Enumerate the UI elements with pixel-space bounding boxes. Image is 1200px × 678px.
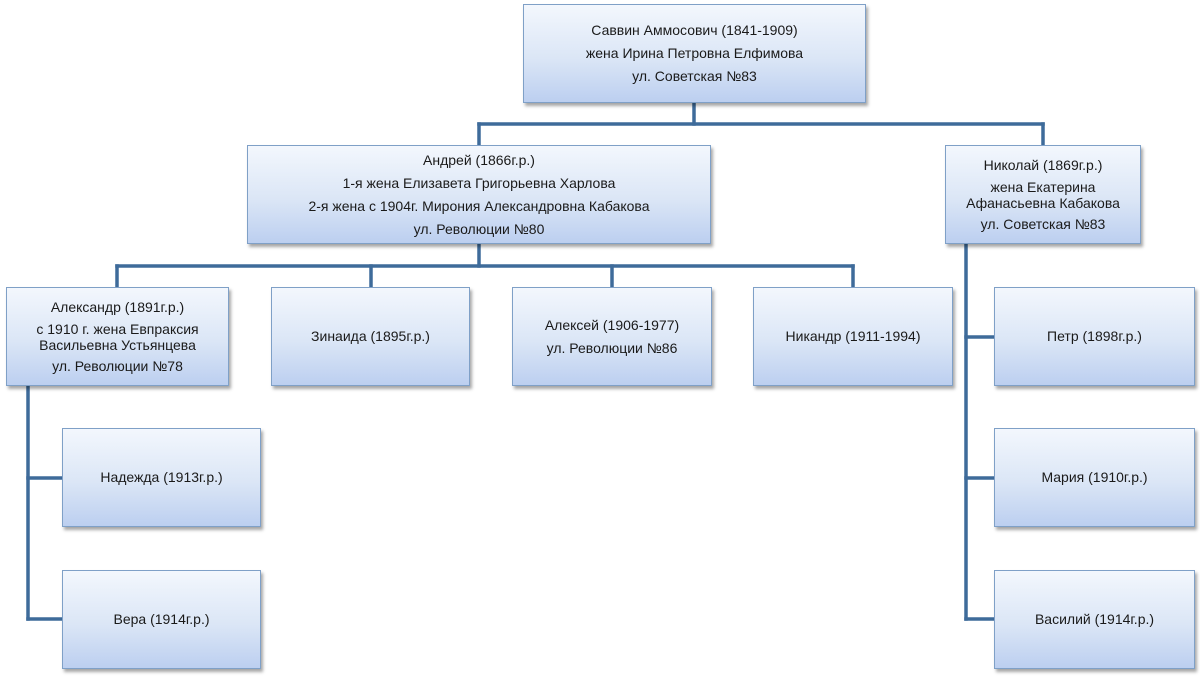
node-line: Петр (1898г.р.) bbox=[1047, 328, 1142, 344]
node-aleksey: Алексей (1906-1977) ул. Революции №86 bbox=[512, 287, 712, 386]
node-line: жена Ирина Петровна Елфимова bbox=[585, 45, 804, 61]
node-nikolay: Николай (1869г.р.) жена Екатерина Афанас… bbox=[945, 145, 1141, 244]
node-andrey: Андрей (1866г.р.) 1-я жена Елизавета Гри… bbox=[247, 145, 711, 244]
node-line: Зинаида (1895г.р.) bbox=[311, 328, 430, 344]
node-line: Алексей (1906-1977) bbox=[544, 316, 680, 333]
node-aleksandr: Александр (1891г.р.) с 1910 г. жена Евпр… bbox=[6, 287, 229, 386]
node-savvin-ammosovich: Саввин Аммосович (1841-1909) жена Ирина … bbox=[523, 4, 866, 103]
node-line: Николай (1869г.р.) bbox=[983, 156, 1103, 173]
node-line: ул. Советская №83 bbox=[980, 215, 1106, 232]
node-line: жена Екатерина Афанасьевна Кабакова bbox=[966, 178, 1120, 211]
node-vasiliy: Василий (1914г.р.) bbox=[994, 570, 1195, 669]
node-petr: Петр (1898г.р.) bbox=[994, 287, 1195, 386]
node-line: Александр (1891г.р.) bbox=[50, 298, 185, 315]
node-mariya: Мария (1910г.р.) bbox=[994, 428, 1195, 527]
node-line: Андрей (1866г.р.) bbox=[423, 151, 535, 168]
node-line: 1-я жена Елизавета Григорьевна Харлова bbox=[342, 174, 616, 191]
node-line: ул. Революции №80 bbox=[413, 220, 545, 237]
node-line: Никандр (1911-1994) bbox=[785, 328, 921, 344]
node-line: ул. Революции №78 bbox=[52, 357, 183, 374]
node-line: Вера (1914г.р.) bbox=[113, 611, 210, 627]
node-line: ул. Советская №83 bbox=[632, 68, 757, 84]
node-line: Саввин Аммосович (1841-1909) bbox=[591, 22, 798, 38]
node-zinaida: Зинаида (1895г.р.) bbox=[271, 287, 470, 386]
node-line: с 1910 г. жена Евпраксия Васильевна Усть… bbox=[36, 320, 199, 353]
node-line: 2-я жена с 1904г. Мирония Александровна … bbox=[308, 197, 650, 214]
node-line: Василий (1914г.р.) bbox=[1034, 611, 1155, 627]
node-nadezhda: Надежда (1913г.р.) bbox=[62, 428, 261, 527]
node-nikandr: Никандр (1911-1994) bbox=[753, 287, 953, 386]
node-line: Надежда (1913г.р.) bbox=[100, 469, 223, 485]
node-vera: Вера (1914г.р.) bbox=[62, 570, 261, 669]
node-line: Мария (1910г.р.) bbox=[1041, 469, 1148, 485]
node-line: ул. Революции №86 bbox=[546, 339, 678, 356]
